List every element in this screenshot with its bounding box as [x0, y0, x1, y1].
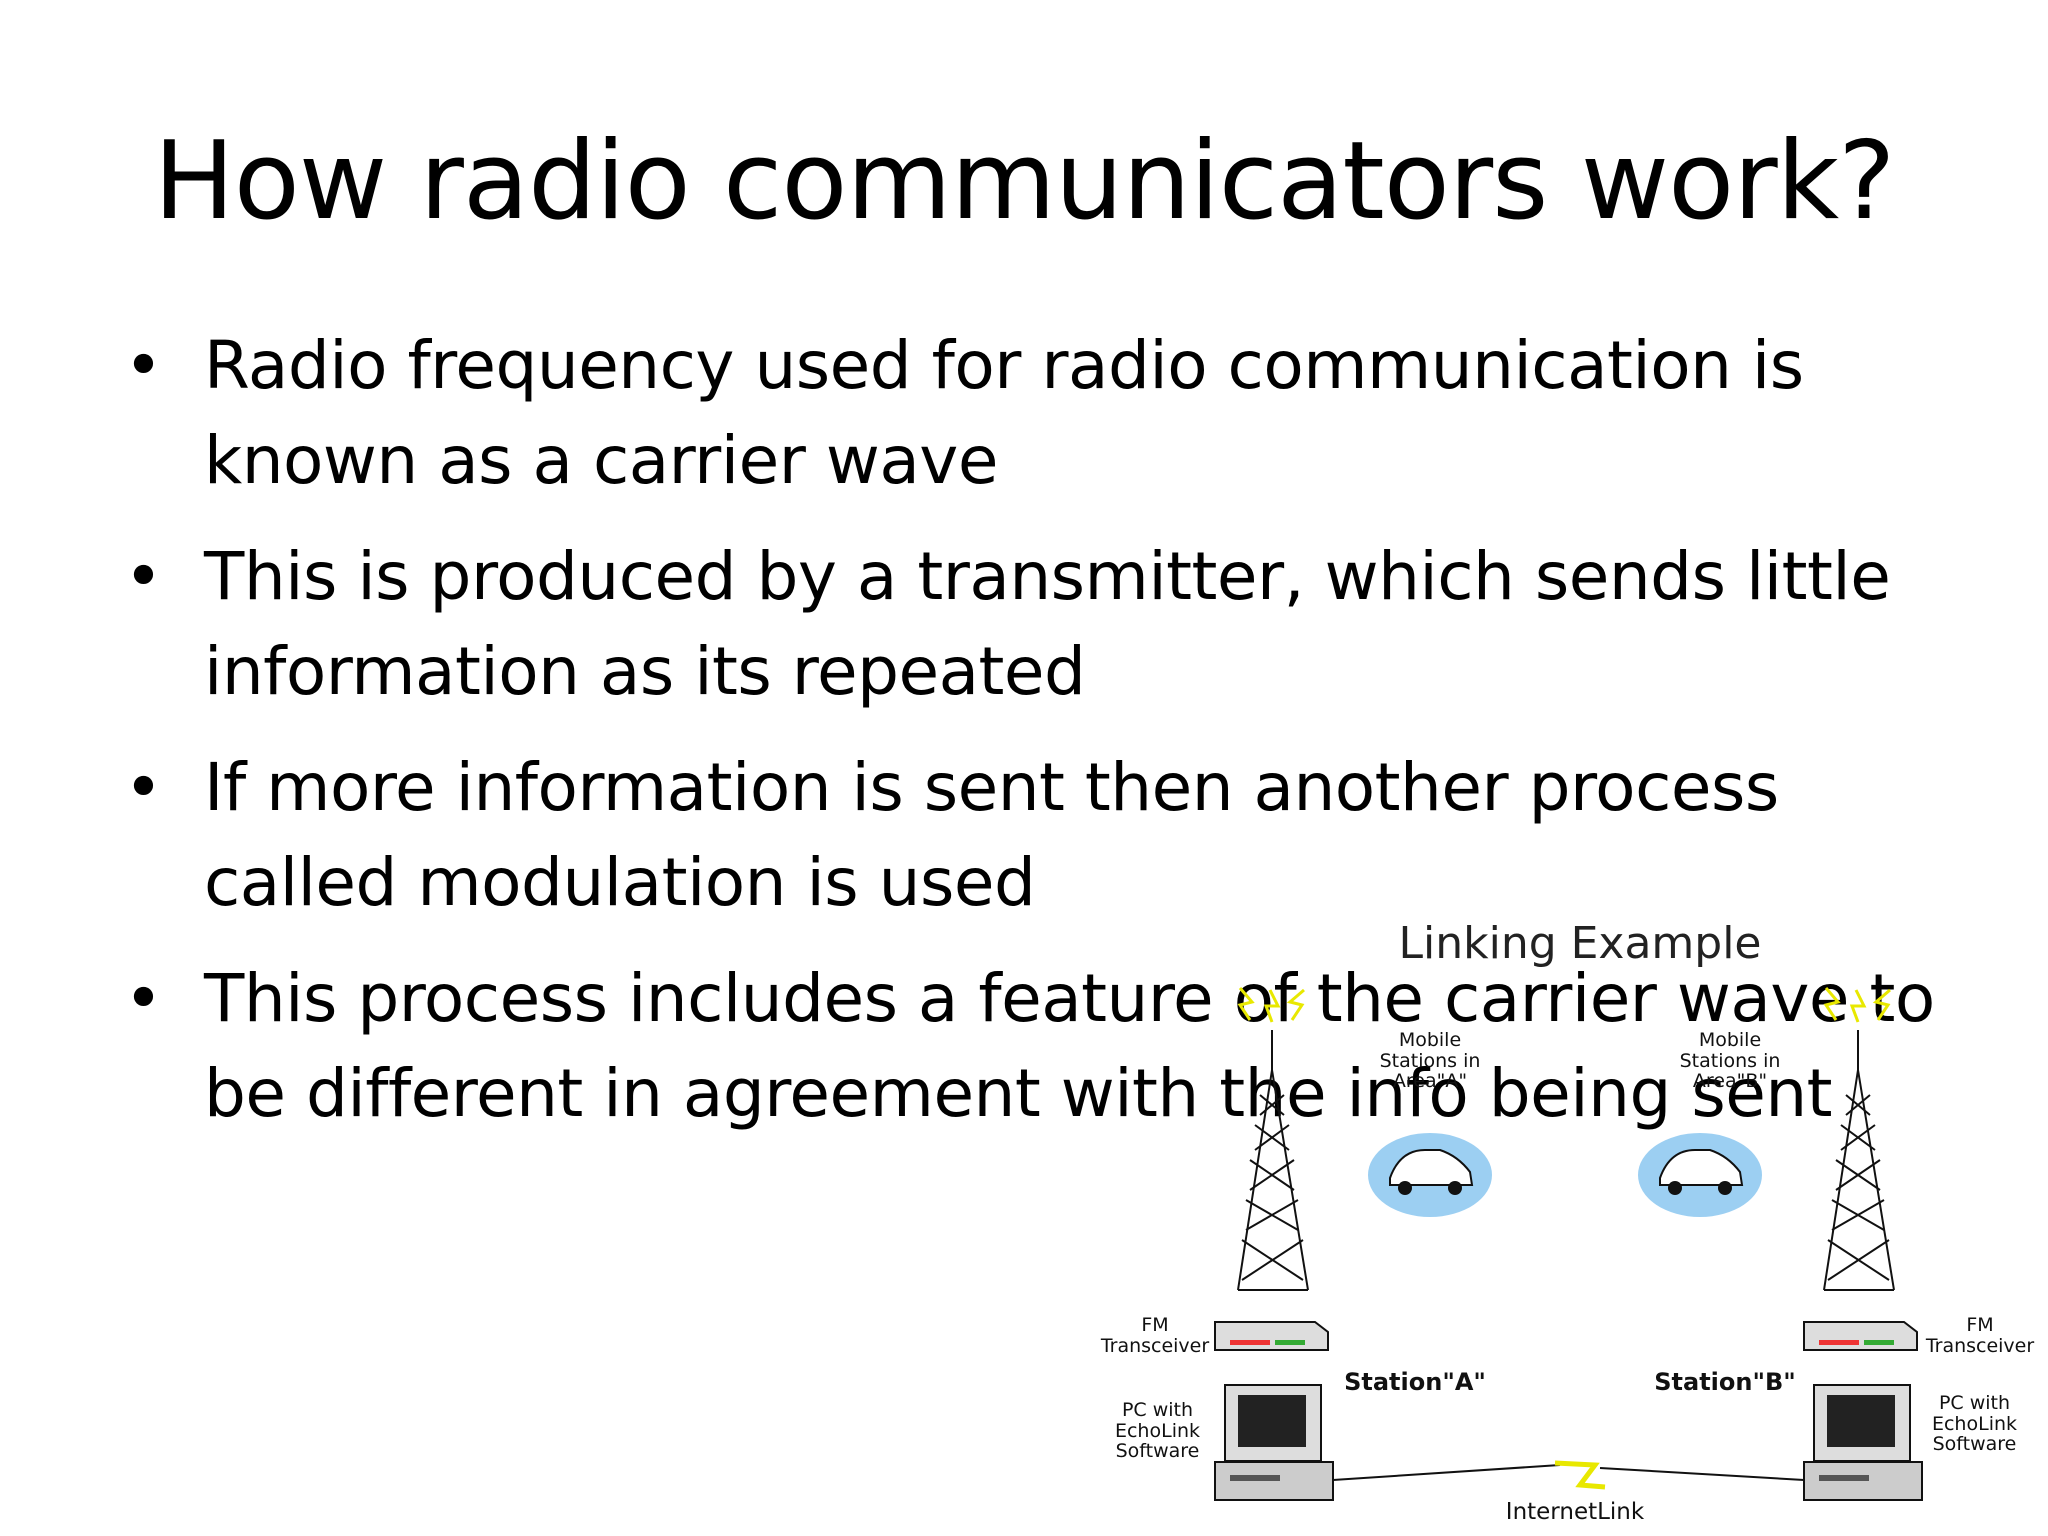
bullet-item: • If more information is sent then anothe…: [120, 740, 1980, 930]
bullet-text: This process includes a feature of the c…: [204, 960, 1935, 1132]
car-icon: [1368, 1133, 1492, 1217]
slide-title: How radio communicators work?: [153, 119, 1896, 244]
radio-tower-icon: [1237, 1030, 1309, 1291]
bullet-dot-icon: •: [124, 960, 163, 1037]
radio-transceiver-icon: [1214, 1321, 1329, 1351]
bullet-dot-icon: •: [124, 749, 163, 826]
mobile-stations-b-label: Mobile Stations in Area"B": [1679, 1029, 1781, 1093]
bullet-text: This is produced by a transmitter, which…: [204, 538, 1891, 710]
linking-example-diagram: Linking Example Mobile Stations in Area"…: [1100, 910, 2048, 1536]
computer-icon: [1214, 1384, 1334, 1501]
radio-transceiver-icon: [1803, 1321, 1918, 1351]
bullet-dot-icon: •: [124, 538, 163, 615]
signal-icon: [1823, 987, 1891, 1023]
bullet-item: • Radio frequency used for radio communic…: [120, 318, 1980, 508]
bullet-text: Radio frequency used for radio communica…: [204, 327, 1804, 499]
bullet-text: If more information is sent then another…: [204, 749, 1779, 921]
bullet-item: • This is produced by a transmitter, whic…: [120, 529, 1980, 719]
fm-transceiver-a-label: FM Transceiver: [1100, 1314, 1210, 1357]
pc-echolink-a-label: PC with EchoLink Software: [1114, 1399, 1201, 1463]
internet-link-label: InternetLink: [1505, 1499, 1645, 1525]
diagram-title: Linking Example: [1398, 918, 1762, 969]
station-a-label: Station"A": [1344, 1368, 1486, 1396]
radio-tower-icon: [1823, 1030, 1895, 1291]
car-icon: [1638, 1133, 1762, 1217]
mobile-stations-a-label: Mobile Stations in Area"A": [1379, 1029, 1481, 1093]
signal-icon: [1237, 987, 1305, 1023]
computer-icon: [1803, 1384, 1923, 1501]
bullet-list: • Radio frequency used for radio communic…: [120, 318, 1980, 1162]
pc-echolink-b-label: PC with EchoLink Software: [1931, 1392, 2018, 1456]
bullet-dot-icon: •: [124, 327, 163, 404]
bullet-item: • This process includes a feature of the …: [120, 951, 1980, 1141]
diagram-graphics: [1214, 987, 1923, 1501]
station-b-label: Station"B": [1654, 1368, 1796, 1396]
lightning-link-icon: [1332, 1460, 1805, 1490]
fm-transceiver-b-label: FM Transceiver: [1925, 1314, 2035, 1357]
